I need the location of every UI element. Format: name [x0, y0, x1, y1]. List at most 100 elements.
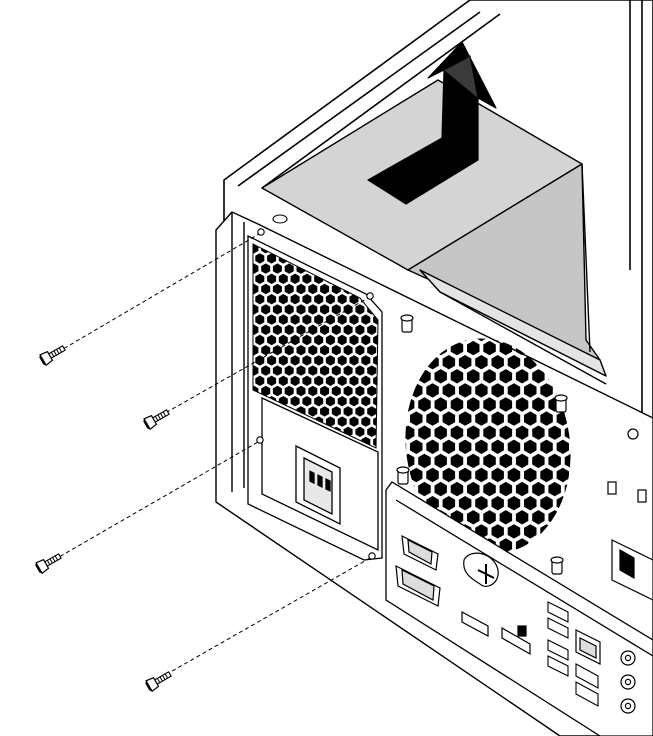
grille-hole — [253, 263, 259, 274]
grille-hole — [467, 369, 480, 384]
grille-hole — [483, 481, 496, 497]
grille-hole — [314, 375, 324, 386]
grille-hole — [302, 375, 312, 386]
grille-hole — [426, 383, 439, 398]
grille-hole — [507, 355, 521, 370]
grille-hole — [540, 383, 553, 398]
psu-screw-holes — [256, 214, 376, 560]
grille-hole — [261, 385, 271, 397]
grille-hole — [467, 481, 480, 497]
grille-hole — [442, 467, 456, 483]
grille-hole — [458, 411, 472, 426]
grille-hole — [361, 396, 371, 407]
grille-hole — [467, 510, 480, 525]
grille-hole — [337, 355, 347, 366]
screw-icon[interactable] — [34, 551, 63, 575]
grille-hole — [483, 397, 496, 412]
grille-hole — [337, 294, 347, 305]
grille-hole — [355, 324, 365, 335]
grille-hole — [284, 365, 294, 376]
grille-hole — [308, 345, 318, 356]
grille-hole — [442, 355, 456, 370]
grille-hole — [349, 375, 359, 386]
fan-standoffs — [396, 314, 568, 575]
grille-hole — [308, 304, 318, 315]
screw-icon[interactable] — [144, 669, 173, 693]
grille-hole — [524, 411, 537, 426]
grille-hole — [491, 524, 504, 539]
grille-hole — [284, 263, 294, 274]
grille-hole — [284, 283, 294, 295]
grille-hole — [540, 467, 553, 483]
grille-hole — [499, 340, 513, 356]
grille-hole — [290, 355, 300, 366]
grille-hole — [261, 345, 271, 356]
grille-hole — [253, 283, 259, 295]
grille-hole — [540, 496, 553, 511]
grille-hole — [434, 397, 447, 412]
grille-hole — [337, 334, 347, 346]
grille-hole — [491, 439, 504, 454]
grille-hole — [532, 369, 545, 384]
grille-hole — [450, 369, 464, 384]
grille-hole — [267, 253, 277, 264]
grille-hole — [483, 453, 496, 469]
grille-hole — [367, 324, 377, 335]
grille-hole — [302, 314, 312, 325]
screw-icon[interactable] — [38, 343, 67, 367]
grille-hole — [349, 416, 359, 427]
grille-hole — [491, 467, 504, 483]
grille-hole — [458, 439, 472, 454]
grille-hole — [296, 345, 306, 356]
grille-hole — [302, 334, 312, 346]
usb-port-icon — [547, 601, 599, 707]
grille-hole — [255, 273, 265, 284]
grille-hole — [355, 365, 365, 376]
grille-hole — [253, 365, 259, 376]
grille-hole — [475, 496, 488, 511]
psu-grille-outline — [252, 243, 379, 449]
grille-hole — [467, 425, 480, 440]
grille-hole — [320, 345, 330, 356]
grille-hole — [343, 406, 353, 417]
grille-hole — [314, 314, 324, 325]
grille-hole — [499, 453, 513, 469]
grille-hole — [253, 304, 259, 315]
grille-hole — [361, 334, 371, 346]
grille-hole — [483, 369, 496, 384]
screw-icon[interactable] — [142, 407, 171, 431]
grille-hole — [278, 355, 288, 366]
grille-hole — [355, 385, 365, 397]
grille-hole — [272, 365, 282, 376]
grille-hole — [524, 496, 537, 511]
grille-hole — [491, 496, 504, 511]
grille-hole — [320, 365, 330, 376]
grille-hole — [308, 385, 318, 397]
grille-hole — [296, 385, 306, 397]
grille-hole — [325, 355, 335, 366]
grille-hole — [290, 334, 300, 346]
grille-hole — [278, 375, 288, 386]
vga-port-icon — [395, 534, 441, 607]
grille-hole — [272, 304, 282, 315]
grille-hole — [458, 383, 472, 398]
grille-hole — [325, 375, 335, 386]
grille-hole — [314, 294, 324, 305]
grille-hole — [367, 385, 377, 397]
grille-hole — [302, 273, 312, 284]
screw-hole-1 — [257, 228, 265, 236]
alignment-lines — [53, 233, 371, 679]
grille-hole — [302, 396, 312, 407]
grille-hole — [278, 294, 288, 305]
grille-hole — [331, 406, 341, 417]
grille-hole — [515, 510, 529, 525]
grille-hole — [272, 385, 282, 397]
grille-hole — [284, 324, 294, 335]
grille-hole — [442, 383, 456, 398]
grille-hole — [267, 334, 277, 346]
grille-hole — [331, 324, 341, 335]
grille-hole — [515, 397, 529, 412]
screw-hole-3 — [256, 436, 264, 444]
grille-hole — [320, 385, 330, 397]
